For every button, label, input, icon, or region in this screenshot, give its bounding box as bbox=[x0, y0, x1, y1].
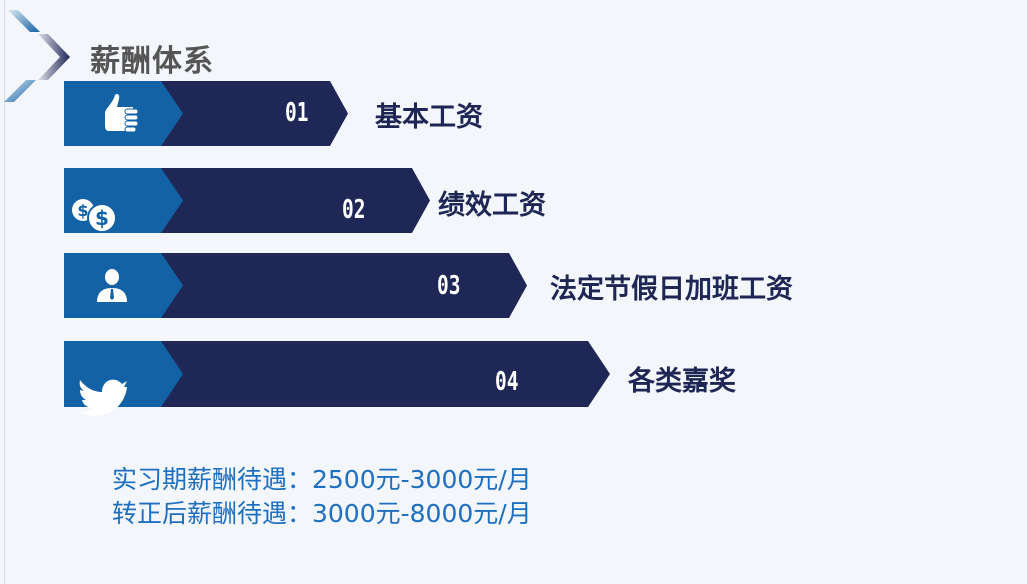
item-label-3: 法定节假日加班工资 bbox=[550, 274, 793, 305]
item-label-2: 绩效工资 bbox=[438, 190, 546, 221]
bar-item-2 bbox=[64, 168, 436, 233]
svg-text:$: $ bbox=[77, 201, 88, 220]
item-number-2: 02 bbox=[342, 195, 366, 225]
person-icon bbox=[97, 269, 127, 302]
chevron-decoration-icon bbox=[4, 10, 70, 102]
item-label-4: 各类嘉奖 bbox=[628, 366, 736, 397]
regular-salary-text: 转正后薪酬待遇：3000元-8000元/月 bbox=[112, 499, 532, 528]
bird-icon bbox=[79, 379, 127, 416]
item-number-4: 04 bbox=[495, 367, 519, 397]
thumbs-up-icon bbox=[105, 94, 139, 133]
svg-text:$: $ bbox=[95, 206, 109, 230]
item-label-1: 基本工资 bbox=[375, 102, 483, 133]
dollar-coins-icon: $$ bbox=[72, 199, 117, 233]
intern-salary-text: 实习期薪酬待遇：2500元-3000元/月 bbox=[112, 465, 532, 494]
bar-item-4 bbox=[64, 341, 616, 407]
item-number-1: 01 bbox=[285, 98, 309, 128]
slide-edge bbox=[4, 0, 5, 584]
item-number-3: 03 bbox=[437, 271, 461, 301]
page-title: 薪酬体系 bbox=[90, 44, 214, 79]
bar-item-3 bbox=[64, 253, 534, 318]
